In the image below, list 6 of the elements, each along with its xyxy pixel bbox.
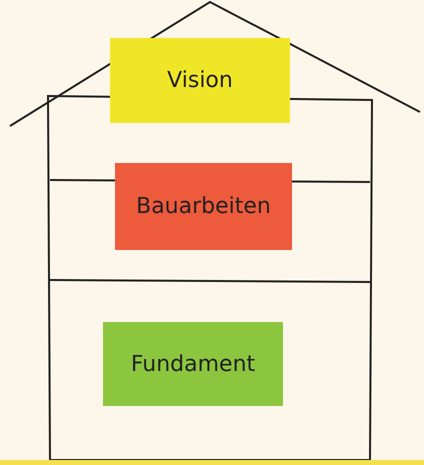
note-label: Vision <box>167 68 233 93</box>
note-label: Bauarbeiten <box>136 194 271 219</box>
sticky-note <box>103 322 283 406</box>
note-label: Fundament <box>130 352 256 376</box>
sticky-note <box>110 38 290 123</box>
sticky-note <box>115 163 292 250</box>
